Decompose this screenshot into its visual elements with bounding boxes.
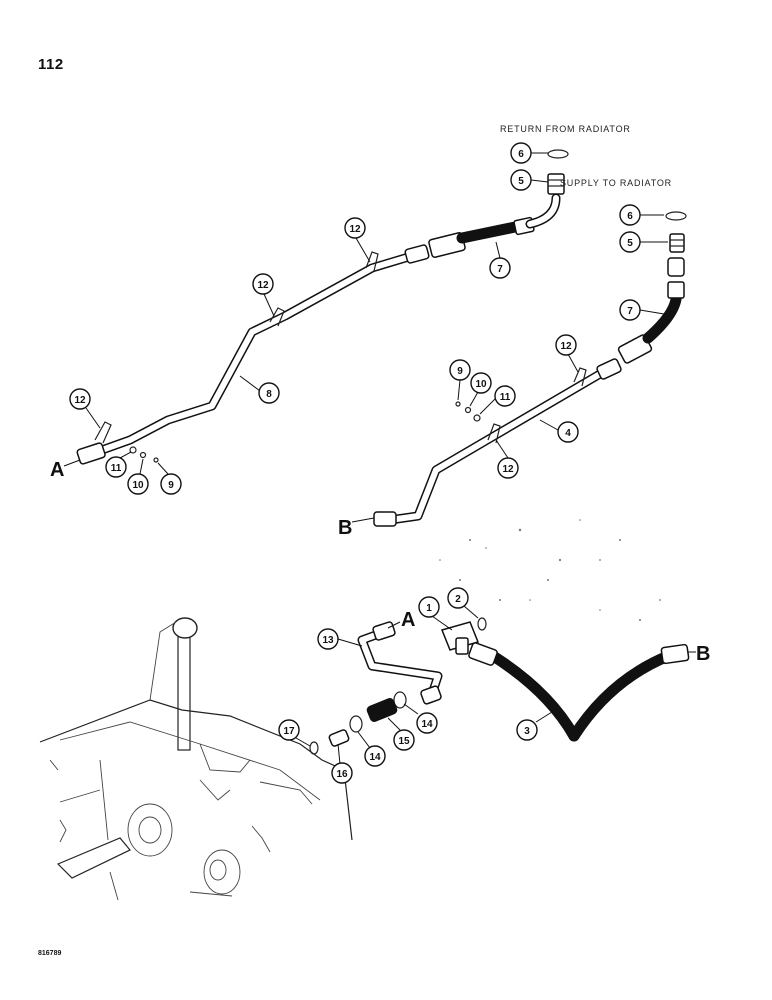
callout-2: 2	[447, 587, 479, 619]
supply-hose-assembly	[617, 211, 687, 364]
tube-end-fitting	[373, 511, 397, 527]
clamp-12	[487, 423, 501, 444]
callout-5: 5	[619, 231, 668, 253]
svg-text:13: 13	[322, 635, 334, 646]
svg-text:6: 6	[518, 149, 524, 160]
svg-text:10: 10	[132, 480, 144, 491]
svg-text:9: 9	[168, 480, 174, 491]
washer-10	[464, 406, 472, 414]
o-ring-11	[129, 446, 137, 454]
svg-text:11: 11	[111, 463, 122, 474]
svg-text:3: 3	[524, 726, 530, 737]
callout-9: 9	[157, 462, 182, 495]
svg-text:9: 9	[457, 366, 463, 377]
callout-3: 3	[516, 711, 553, 741]
svg-text:14: 14	[421, 719, 433, 730]
callout-10: 10	[127, 458, 149, 495]
hose-15	[366, 698, 398, 722]
svg-text:1: 1	[426, 603, 432, 614]
page-number: 112	[38, 56, 64, 73]
o-ring-2	[477, 617, 487, 631]
callout-12: 12	[495, 439, 519, 479]
fitting-16	[328, 729, 350, 747]
callout-9: 9	[449, 359, 471, 401]
callout-4: 4	[539, 419, 579, 443]
callout-13: 13	[317, 628, 363, 650]
callout-14: 14	[403, 703, 438, 734]
nut-14	[349, 715, 363, 733]
callout-11: 11	[479, 385, 516, 415]
svg-text:16: 16	[336, 769, 348, 780]
callout-14: 14	[357, 731, 386, 767]
o-ring-11	[473, 414, 481, 422]
return-from-radiator-label: RETURN FROM RADIATOR	[500, 124, 631, 134]
reference-number: 816789	[38, 950, 62, 957]
connection-b-label: B	[338, 517, 352, 539]
svg-text:4: 4	[565, 428, 571, 439]
callout-12: 12	[252, 273, 275, 317]
housing-sketch	[39, 617, 353, 901]
callout-16: 16	[331, 743, 353, 784]
callout-1: 1	[418, 596, 453, 631]
svg-text:7: 7	[627, 306, 633, 317]
callout-12: 12	[69, 388, 101, 429]
clamp-12	[573, 367, 587, 387]
svg-text:12: 12	[502, 464, 514, 475]
svg-text:5: 5	[627, 238, 633, 249]
callouts: 6 5 7 12 12 12 8	[69, 142, 668, 784]
tube-13-assembly	[309, 621, 443, 755]
svg-text:10: 10	[475, 379, 487, 390]
callout-6: 6	[619, 204, 664, 226]
supply-to-radiator-label: SUPPLY TO RADIATOR	[560, 178, 672, 188]
supply-tube-assembly	[373, 358, 622, 527]
return-hose-assembly	[428, 149, 569, 258]
o-ring-6	[547, 149, 569, 159]
callout-10: 10	[469, 372, 492, 407]
connection-b-label: B	[696, 643, 710, 665]
svg-text:12: 12	[349, 224, 361, 235]
svg-text:11: 11	[500, 392, 511, 403]
svg-text:15: 15	[398, 736, 410, 747]
nut-14	[393, 691, 407, 709]
svg-text:14: 14	[369, 752, 381, 763]
tube-end-fitting	[76, 442, 106, 465]
tube-fitting	[404, 244, 430, 264]
return-tube-assembly	[76, 244, 430, 465]
callout-5: 5	[510, 169, 549, 191]
bolt-9	[153, 457, 159, 463]
svg-text:7: 7	[497, 264, 503, 275]
adapter-5	[547, 173, 565, 195]
callout-6: 6	[510, 142, 548, 164]
callout-8: 8	[239, 375, 280, 404]
o-ring-6	[665, 211, 687, 221]
callout-17: 17	[278, 719, 311, 747]
adapter-5	[669, 233, 685, 253]
connection-a-label: A	[401, 609, 415, 631]
callout-15: 15	[387, 717, 415, 751]
callout-12: 12	[555, 334, 579, 373]
background-texture	[439, 519, 661, 621]
connection-a-label: A	[50, 459, 64, 481]
svg-text:5: 5	[518, 176, 524, 187]
bolt-9	[455, 401, 461, 407]
callout-11: 11	[105, 451, 132, 478]
svg-text:8: 8	[266, 389, 272, 400]
svg-text:12: 12	[74, 395, 86, 406]
washer-10	[139, 451, 147, 459]
svg-text:17: 17	[283, 726, 295, 737]
svg-text:6: 6	[627, 211, 633, 222]
callout-12: 12	[344, 217, 371, 263]
svg-text:12: 12	[560, 341, 572, 352]
lower-hose-assembly	[440, 617, 690, 742]
svg-text:2: 2	[455, 594, 461, 605]
callout-7: 7	[619, 299, 665, 321]
clamp-12	[94, 421, 112, 444]
callout-7: 7	[489, 241, 511, 279]
svg-text:12: 12	[257, 280, 269, 291]
